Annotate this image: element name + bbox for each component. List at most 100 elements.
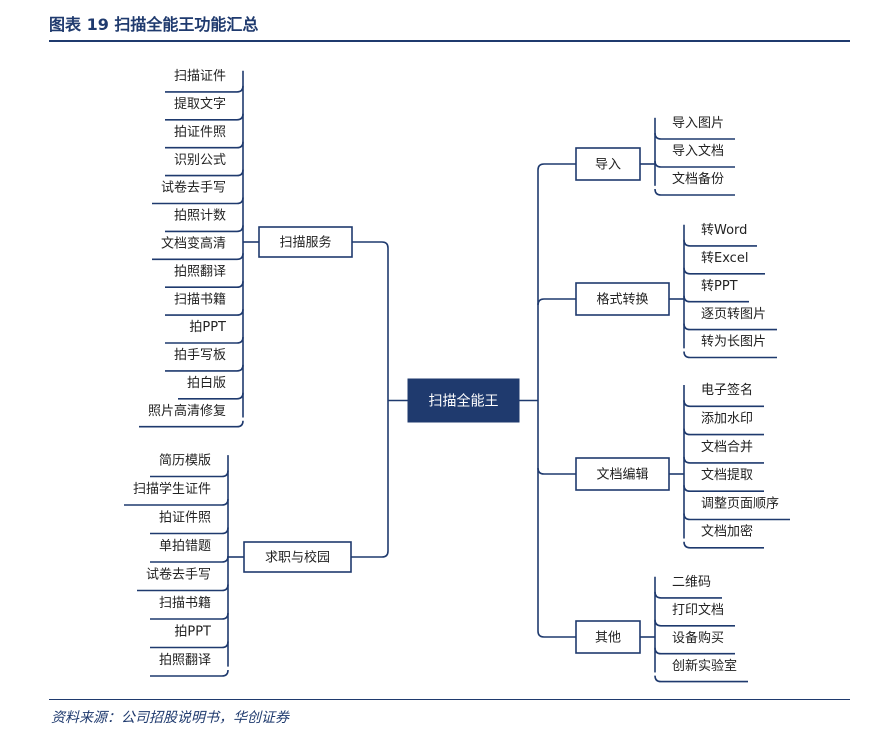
leaf-item: 单拍错题 (159, 539, 211, 554)
branch-link (537, 163, 576, 171)
leaf-underline (150, 555, 229, 563)
leaf-underline (683, 267, 765, 275)
leaf-underline (683, 295, 749, 303)
left-branch-1-box (243, 541, 352, 573)
leaf-underline (683, 351, 777, 359)
leaf-underline (654, 132, 735, 140)
leaf-underline (683, 239, 757, 247)
right-branch-0-label: 导入 (595, 158, 621, 173)
leaf-item: 照片高清修复 (148, 403, 226, 419)
leaf-underline (654, 647, 735, 655)
source-note: 资料来源：公司招股说明书，华创证券 (51, 710, 289, 726)
leaf-item: 试卷去手写 (146, 566, 211, 582)
leaf-underline (150, 470, 229, 478)
leaf-item: 拍证件照 (174, 125, 226, 140)
top-rule (49, 40, 850, 42)
right-branch-1-label: 格式转换 (596, 292, 648, 308)
leaf-underline (165, 336, 244, 344)
right-branch-2-label: 文档编辑 (596, 468, 648, 483)
leaf-item: 文档加密 (701, 524, 753, 540)
leaf-underline (654, 160, 735, 168)
leaf-underline (165, 225, 244, 233)
leaf-underline (165, 281, 244, 288)
leaf-item: 识别公式 (174, 153, 226, 168)
leaf-underline (683, 541, 764, 549)
left-branch-0-label: 扫描服务 (279, 235, 331, 251)
leaf-item: 文档合并 (701, 440, 753, 455)
leaf-underline (654, 188, 735, 196)
leaf-underline (165, 141, 244, 149)
leaf-item: 打印文档 (672, 603, 724, 618)
leaf-underline (152, 253, 244, 261)
leaf-item: 调整页面顺序 (701, 496, 779, 511)
leaf-item: 设备购买 (672, 630, 724, 646)
leaf-item: 逐页转图片 (701, 307, 766, 322)
leaf-item: 文档备份 (672, 171, 724, 187)
leaf-item: 转Word (701, 223, 747, 238)
leaf-item: 导入图片 (672, 116, 724, 131)
root-label: 扫描全能王 (429, 393, 499, 410)
right-branch-3-label: 其他 (595, 631, 621, 646)
leaf-item: 扫描证件 (174, 69, 226, 84)
leaf-underline (683, 428, 764, 436)
leaf-underline (683, 400, 764, 408)
leaf-underline (683, 456, 764, 464)
leaf-item: 拍照翻译 (174, 264, 226, 279)
leaf-item: 拍照翻译 (159, 653, 211, 668)
leaf-underline (165, 364, 244, 372)
leaf-item: 拍手写板 (174, 348, 226, 363)
branch-link-0 (352, 241, 389, 249)
leaf-underline (165, 309, 244, 316)
leaf-item: 创新实验室 (672, 658, 737, 674)
leaf-item: 拍照计数 (174, 209, 226, 224)
leaf-item: 扫描书籍 (159, 595, 211, 611)
leaf-underline (654, 619, 735, 627)
right-branch-0-box (575, 147, 641, 181)
leaf-underline (150, 612, 229, 620)
leaf-underline (150, 641, 229, 649)
leaf-underline (654, 591, 722, 599)
leaf-item: 转PPT (701, 279, 738, 294)
leaf-underline (683, 485, 764, 492)
leaf-underline (165, 85, 244, 93)
branch-link (537, 298, 576, 306)
leaf-item: 拍PPT (189, 320, 226, 335)
leaf-item: 提取文字 (174, 96, 226, 112)
leaf-underline (150, 669, 229, 677)
leaf-underline (165, 113, 244, 121)
right-branch-2-box (575, 457, 670, 491)
leaf-item: 添加水印 (701, 412, 753, 427)
right-branch-3-box (575, 620, 641, 654)
leaf-item: 扫描学生证件 (133, 481, 211, 497)
branch-link (537, 467, 576, 475)
bottom-rule (49, 699, 850, 700)
leaf-item: 拍白版 (187, 375, 226, 391)
leaf-item: 二维码 (672, 575, 711, 590)
leaf-item: 文档变高清 (161, 235, 226, 251)
leaf-underline (152, 197, 244, 205)
leaf-item: 转Excel (701, 251, 748, 266)
branch-link-1 (351, 550, 389, 558)
leaf-item: 试卷去手写 (161, 180, 226, 196)
leaf-item: 导入文档 (672, 144, 724, 159)
leaf-underline (124, 498, 229, 506)
leaf-underline (139, 420, 244, 428)
branch-link (537, 630, 576, 638)
right-branch-1-box (575, 282, 670, 316)
leaf-item: 电子签名 (701, 382, 753, 398)
left-branch-1-label: 求职与校园 (265, 550, 330, 566)
leaf-item: 扫描书籍 (174, 291, 226, 307)
leaf-item: 文档提取 (701, 467, 753, 483)
leaf-item: 转为长图片 (701, 335, 766, 350)
figure-title: 图表 19 扫描全能王功能汇总 (49, 15, 259, 34)
leaf-underline (178, 392, 244, 400)
leaf-underline (654, 675, 748, 683)
leaf-item: 简历模版 (159, 452, 211, 468)
leaf-underline (150, 527, 229, 535)
leaf-underline (137, 584, 229, 592)
leaf-underline (683, 513, 790, 521)
leaf-underline (683, 323, 777, 331)
leaf-item: 拍证件照 (159, 510, 211, 525)
leaf-item: 拍PPT (174, 624, 211, 639)
